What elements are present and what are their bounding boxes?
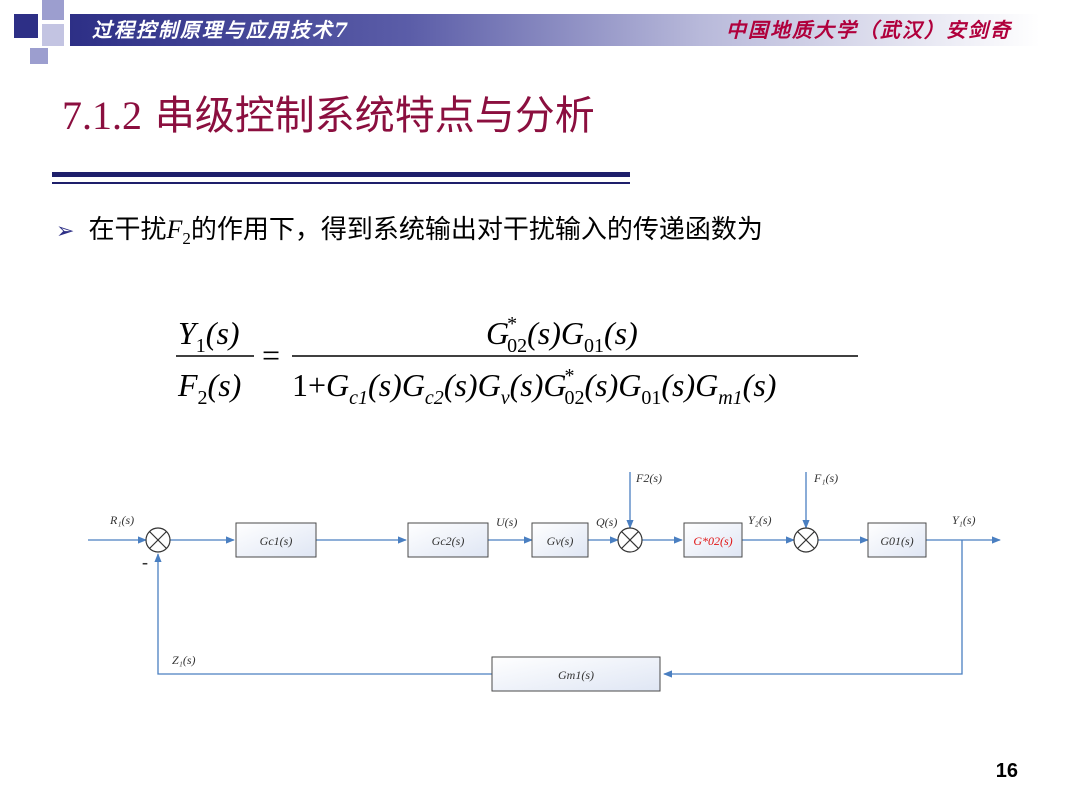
header-square-pale [42,24,64,46]
signal-f2: F2(s) [635,471,662,485]
block-label-g01: G01(s) [880,534,913,548]
lhs-denominator: F2(s) [177,367,241,409]
block-gv [531,522,589,558]
signal-y2: Y₂(s) [748,513,772,527]
block-gc1 [235,522,317,558]
title-rule-thick [52,172,630,177]
course-title: 过程控制原理与应用技术7 [92,18,350,42]
block-label-g02: G*02(s) [693,534,732,548]
transfer-function-formula: Y1(s) F2(s) = G*02(s)G01(s) 1+Gc1(s)Gc2(… [176,313,858,409]
author-affiliation: 中国地质大学（武汉）安剑奇 [726,18,1012,42]
bullet-variable: F2 [166,215,190,248]
slide-header: 过程控制原理与应用技术7 中国地质大学（武汉）安剑奇 [0,0,1080,64]
summing-junction-1 [145,527,171,553]
block-gm1 [491,656,661,692]
block-label-gc1: Gc1(s) [260,534,293,548]
bullet-variable-sub: 2 [182,229,191,249]
title-rule-thin [52,182,630,184]
block-label-gc2: Gc2(s) [432,534,465,548]
signal-y1: Y₁(s) [952,513,976,527]
bullet-arrow-icon: ➢ [56,219,75,244]
rhs-denominator: 1+Gc1(s)Gc2(s)Gv(s)G*02(s)G01(s)Gm1(s) [292,365,776,409]
header-band [70,14,1040,46]
block-gc2 [407,522,489,558]
section-title: 串级控制系统特点与分析 [154,93,595,139]
rhs-numerator: G*02(s)G01(s) [486,313,638,357]
block-g01 [867,522,927,558]
block-label-gv: Gv(s) [547,534,574,548]
signal-r1: R₁(s) [109,513,134,527]
signal-f1: F₁(s) [813,471,838,485]
summing-junction-2 [617,527,643,553]
header-square-dark [14,14,38,38]
signal-q: Q(s) [596,515,617,529]
bullet-text-pre: 在干扰 [88,215,167,245]
page-number: 16 [995,760,1018,782]
wire-feedback-out [663,540,963,678]
lhs-numerator: Y1(s) [178,315,240,357]
signal-z1: Z₁(s) [172,653,196,667]
feedback-minus-sign: - [142,552,148,572]
header-square-light [42,0,64,20]
block-label-gm1: Gm1(s) [558,668,594,682]
cascade-block-diagram: Gc1(s) Gc2(s) Gv(s) G*02(s) G01(s) Gm1(s… [88,471,1001,692]
equals-sign: = [262,337,280,373]
section-number: 7.1.2 [62,93,142,138]
slide-title: 7.1.2 串级控制系统特点与分析 [62,88,595,144]
block-g02 [683,522,743,558]
bullet-text-post: 的作用下，得到系统输出对干扰输入的传递函数为 [190,215,763,245]
bullet-point: ➢ 在干扰F2的作用下，得到系统输出对干扰输入的传递函数为 [56,208,763,261]
signal-u: U(s) [496,515,517,529]
bullet-variable-main: F [166,215,183,244]
header-square-small [30,48,48,64]
summing-junction-3 [793,527,819,553]
wire-feedback-in [154,553,492,675]
